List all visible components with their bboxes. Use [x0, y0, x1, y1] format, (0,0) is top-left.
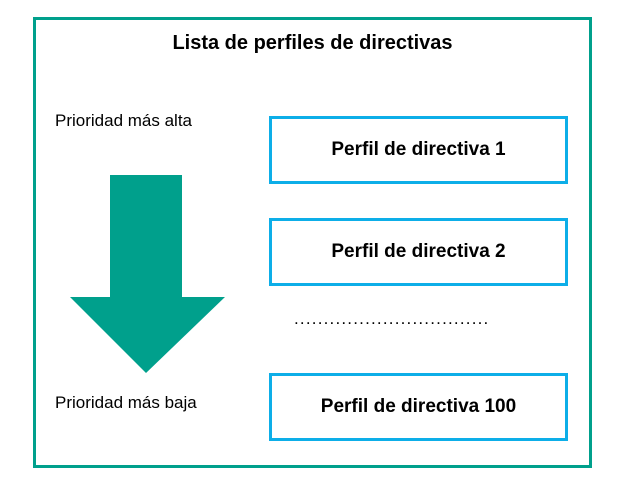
page-title: Lista de perfiles de directivas: [172, 32, 453, 54]
policy-profile-label: Perfil de directiva 1: [331, 139, 506, 160]
policy-profile-box-2[interactable]: Perfil de directiva 2: [269, 218, 568, 286]
policy-profile-label: Perfil de directiva 100: [320, 396, 517, 417]
arrow-down-icon: [68, 173, 228, 375]
policy-profile-box-100[interactable]: Perfil de directiva 100: [269, 373, 568, 441]
policy-profile-label: Perfil de directiva 2: [331, 241, 506, 262]
policy-profile-box-1[interactable]: Perfil de directiva 1: [269, 116, 568, 184]
priority-highest-label: Prioridad más alta: [55, 111, 193, 130]
priority-lowest-label: Prioridad más baja: [55, 393, 197, 412]
profile-list-continuation-dots: .................................: [294, 309, 490, 328]
